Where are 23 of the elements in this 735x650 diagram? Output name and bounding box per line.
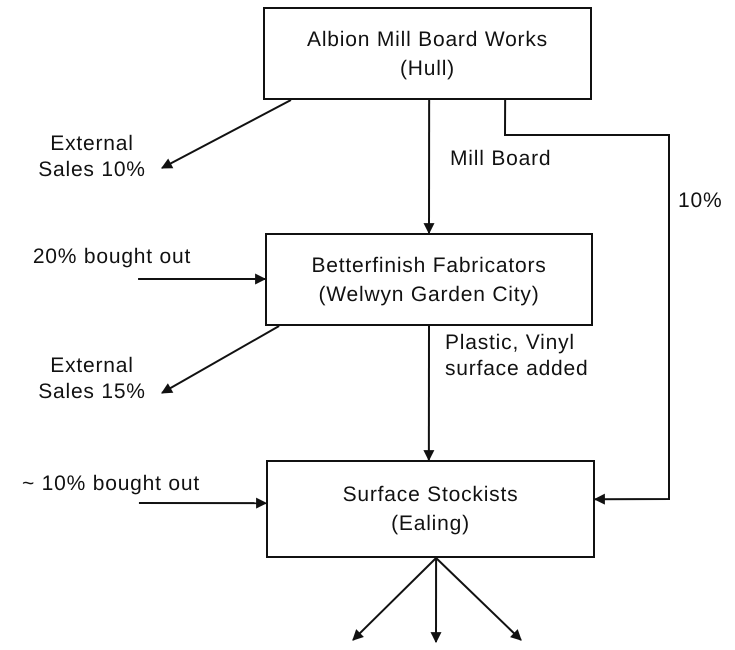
arrow [352, 557, 437, 641]
box-label: (Ealing) [391, 511, 470, 537]
process-box [266, 460, 595, 558]
arrow [161, 99, 292, 169]
arrow [424, 100, 434, 234]
arrow [423, 326, 434, 462]
arrow [161, 325, 280, 394]
arrow [504, 100, 670, 505]
box-label: Betterfinish Fabricators [311, 252, 547, 278]
arrow [435, 557, 522, 641]
box-label: (Hull) [400, 56, 455, 82]
flow-label: External Sales 10% [22, 128, 162, 186]
process-box [263, 7, 592, 100]
process-box [265, 233, 593, 326]
flow-label: ~ 10% bought out [6, 471, 216, 503]
box-label: Surface Stockists [342, 482, 518, 508]
arrow [430, 558, 442, 644]
box-label: Albion Mill Board Works [307, 26, 548, 52]
flow-label: External Sales 15% [22, 350, 162, 408]
arrow [138, 498, 268, 509]
box-label: (Welwyn Garden City) [318, 282, 540, 308]
arrow [138, 274, 266, 285]
flow-label: 20% bought out [14, 244, 210, 279]
